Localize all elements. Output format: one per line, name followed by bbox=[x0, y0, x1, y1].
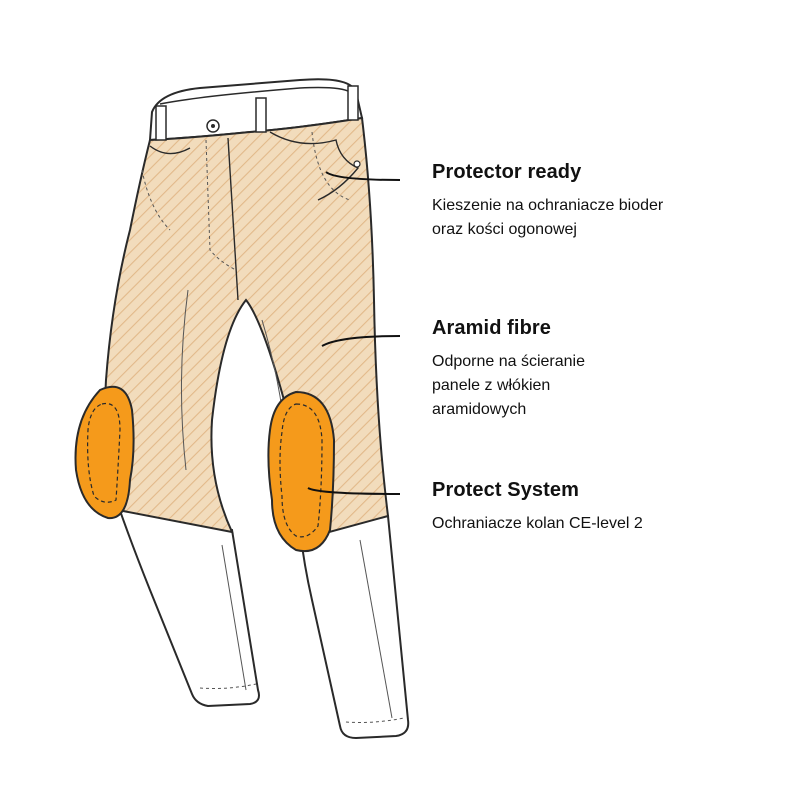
left-lower-leg-white bbox=[116, 503, 260, 708]
left-front-pocket bbox=[149, 145, 191, 155]
callout-title: Protector ready bbox=[432, 161, 582, 183]
left-leg-seam bbox=[221, 544, 247, 691]
left-knee-pad bbox=[74, 385, 135, 520]
callout-description: Ochraniacze kolan CE-level 2 bbox=[432, 515, 643, 532]
leader-line-protector-ready bbox=[325, 171, 401, 181]
belt-loop bbox=[347, 85, 359, 121]
left-inner-seam bbox=[180, 289, 189, 471]
callout-title: Aramid fibre bbox=[432, 317, 552, 339]
button-hole bbox=[211, 124, 215, 128]
callout-protect-system: Protect System Ochraniacze kolan CE-leve… bbox=[432, 478, 792, 536]
leader-line-protect-system bbox=[307, 487, 401, 495]
right-lower-leg-white bbox=[298, 514, 410, 740]
belt-loop bbox=[255, 97, 267, 133]
callout-description: Odporne na ścieranie panele z włókien ar… bbox=[432, 353, 585, 418]
coin-pocket-rivet bbox=[353, 160, 361, 168]
right-leg-seam bbox=[359, 539, 393, 719]
callout-description: Kieszenie na ochraniacze bioder oraz koś… bbox=[432, 197, 664, 238]
callout-protector-ready: Protector ready Kieszenie na ochraniacze… bbox=[432, 160, 792, 242]
fly-line bbox=[227, 137, 239, 301]
leader-line-aramid-fibre bbox=[321, 335, 401, 347]
fly-stitch bbox=[205, 139, 237, 271]
right-knee-pad bbox=[267, 390, 336, 552]
left-pocket-stitch bbox=[141, 169, 171, 231]
callout-title: Protect System bbox=[432, 479, 580, 501]
right-knee-pad-stitch bbox=[279, 403, 323, 538]
callout-aramid-fibre: Aramid fibre Odporne na ścieranie panele… bbox=[432, 316, 792, 422]
waistband-inner bbox=[159, 86, 351, 105]
left-knee-pad-stitch bbox=[87, 402, 121, 503]
hip-protector-pocket bbox=[269, 131, 360, 201]
belt-loop bbox=[155, 105, 167, 141]
